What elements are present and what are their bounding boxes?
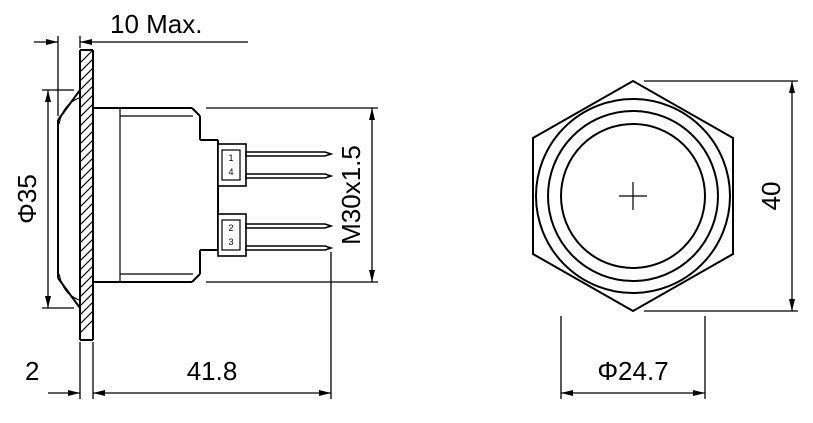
hatch-line [79,301,94,316]
hatch-line [79,229,94,244]
hatch-line [79,256,94,271]
button-face-circle [560,123,706,269]
rear-housing [200,139,219,251]
arrowhead [45,296,51,308]
terminal-pin [245,173,334,179]
head-top-bezel-arc [58,97,80,125]
body-bottom-back-chamfer [191,273,201,283]
hatch-line [79,121,94,136]
bezel-inner-circle [547,110,719,282]
hatch-line [79,175,94,190]
hatch-line [79,247,94,262]
arrowhead [561,390,573,396]
terminal-pin [245,223,334,229]
threaded-body [93,107,201,283]
dim-text-panel-thickness: 2 [25,356,39,386]
hatch-line [79,130,94,145]
terminal-block-outline [217,213,247,257]
hatch-line [79,103,94,118]
hatch-line [79,238,94,253]
arrowhead [68,390,80,396]
dim-flange-diameter: Φ35 [12,89,74,309]
hatch-line [79,310,94,325]
terminal-mark: 4 [228,167,233,177]
side-view: 1 4 2 3 [57,49,334,341]
dim-text-face-diameter: Φ24.7 [597,356,668,386]
arrowhead [369,270,375,282]
arrowhead [369,108,375,120]
dim-hex-height: 40 [644,80,798,312]
terminal-block-bottom: 2 3 [217,213,247,257]
terminal-block-top: 1 4 [217,143,247,187]
hatch-line [79,274,94,289]
terminal-pin [245,151,334,157]
hatch-line [79,202,94,217]
terminal-block-insert [221,219,241,251]
hatch-line [79,58,94,73]
hatch-line [79,283,94,298]
terminal-mark: 2 [228,223,233,233]
panel-hatching [79,49,94,334]
body-top-back-chamfer [191,107,201,117]
hatch-line [79,148,94,163]
dim-text-protrusion: 10 Max. [110,9,203,39]
hatch-line [79,193,94,208]
hatch-line [79,112,94,127]
hatch-line [79,94,94,109]
terminal-pin [245,245,334,251]
hatch-line [79,319,94,334]
hatch-line [79,292,94,307]
dim-text-flange-diameter: Φ35 [12,174,42,224]
arrowhead [93,390,105,396]
terminal-pins [245,151,334,251]
dim-panel-thickness: 2 [25,356,80,396]
terminal-mark: 1 [228,153,233,163]
hatch-line [79,166,94,181]
head-bottom-bezel-arc [58,273,80,301]
hatch-line [79,76,94,91]
terminal-block-insert [221,149,241,181]
dim-body-length: 41.8 [79,252,332,399]
hatch-line [79,85,94,100]
hatch-line [79,211,94,226]
dim-head-protrusion: 10 Max. [34,9,248,116]
terminal-block-outline [217,143,247,187]
panel-cross-section [79,49,94,341]
center-mark [619,182,647,210]
dim-face-diameter: Φ24.7 [560,316,706,399]
arrowhead [789,81,795,93]
hatch-line [79,265,94,280]
arrowhead [46,39,58,45]
arrowhead [789,299,795,311]
arrowhead [45,90,51,102]
hex-nut-outline [532,79,734,313]
hatch-line [79,157,94,172]
arrowhead [319,390,331,396]
hatch-line [79,184,94,199]
hatch-line [79,67,94,82]
arrowhead [693,390,705,396]
hatch-line [79,139,94,154]
button-head [57,89,81,309]
hatch-line [79,49,94,64]
dim-text-thread: M30x1.5 [336,145,366,245]
dim-thread: M30x1.5 [206,107,378,283]
front-view [532,79,734,313]
terminal-mark: 3 [228,237,233,247]
dim-text-length: 41.8 [187,356,238,386]
hatch-line [79,220,94,235]
dim-text-hex-height: 40 [756,182,786,211]
arrowhead [80,39,92,45]
bezel-outer-circle [535,98,731,294]
